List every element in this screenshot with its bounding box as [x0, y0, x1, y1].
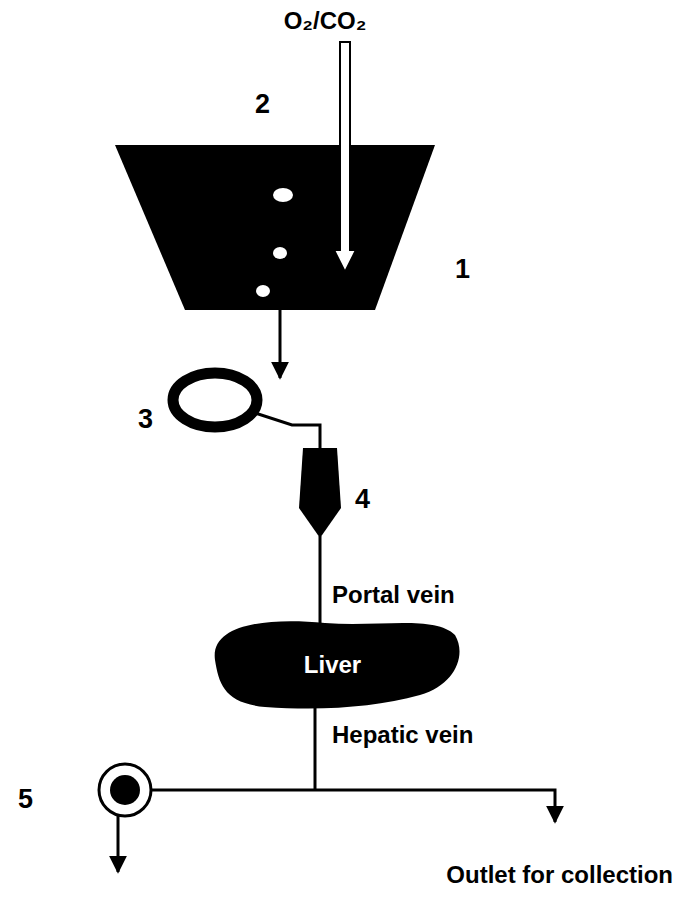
callout-number: 1 — [455, 255, 470, 285]
tubing — [319, 536, 322, 625]
valve — [99, 764, 151, 816]
callout-number: 3 — [138, 405, 153, 435]
reservoir — [115, 145, 435, 310]
callout-number: 4 — [355, 485, 370, 515]
pump-coil — [173, 373, 257, 427]
tubing — [279, 310, 282, 378]
tubing — [117, 816, 120, 872]
callout-number: 5 — [18, 785, 33, 815]
part-label: O₂/CO₂ — [284, 8, 367, 34]
callout-number: 2 — [255, 90, 270, 120]
part-label: Hepatic vein — [332, 722, 473, 748]
valve-core — [110, 775, 140, 805]
gas-bubble — [256, 285, 270, 297]
part-label: Outlet for collection — [446, 862, 673, 888]
tubing — [314, 705, 317, 790]
gas-bubble — [273, 188, 293, 202]
tubing — [150, 790, 555, 822]
gas-bubble — [273, 247, 287, 259]
bubble-trap — [299, 448, 341, 538]
liver-outline — [215, 621, 460, 708]
organ-label: Liver — [304, 651, 361, 679]
tubing — [252, 412, 320, 448]
liver-organ: Liver — [205, 615, 460, 715]
part-label: Portal vein — [332, 582, 455, 608]
gas-inlet-arrow — [334, 42, 356, 272]
